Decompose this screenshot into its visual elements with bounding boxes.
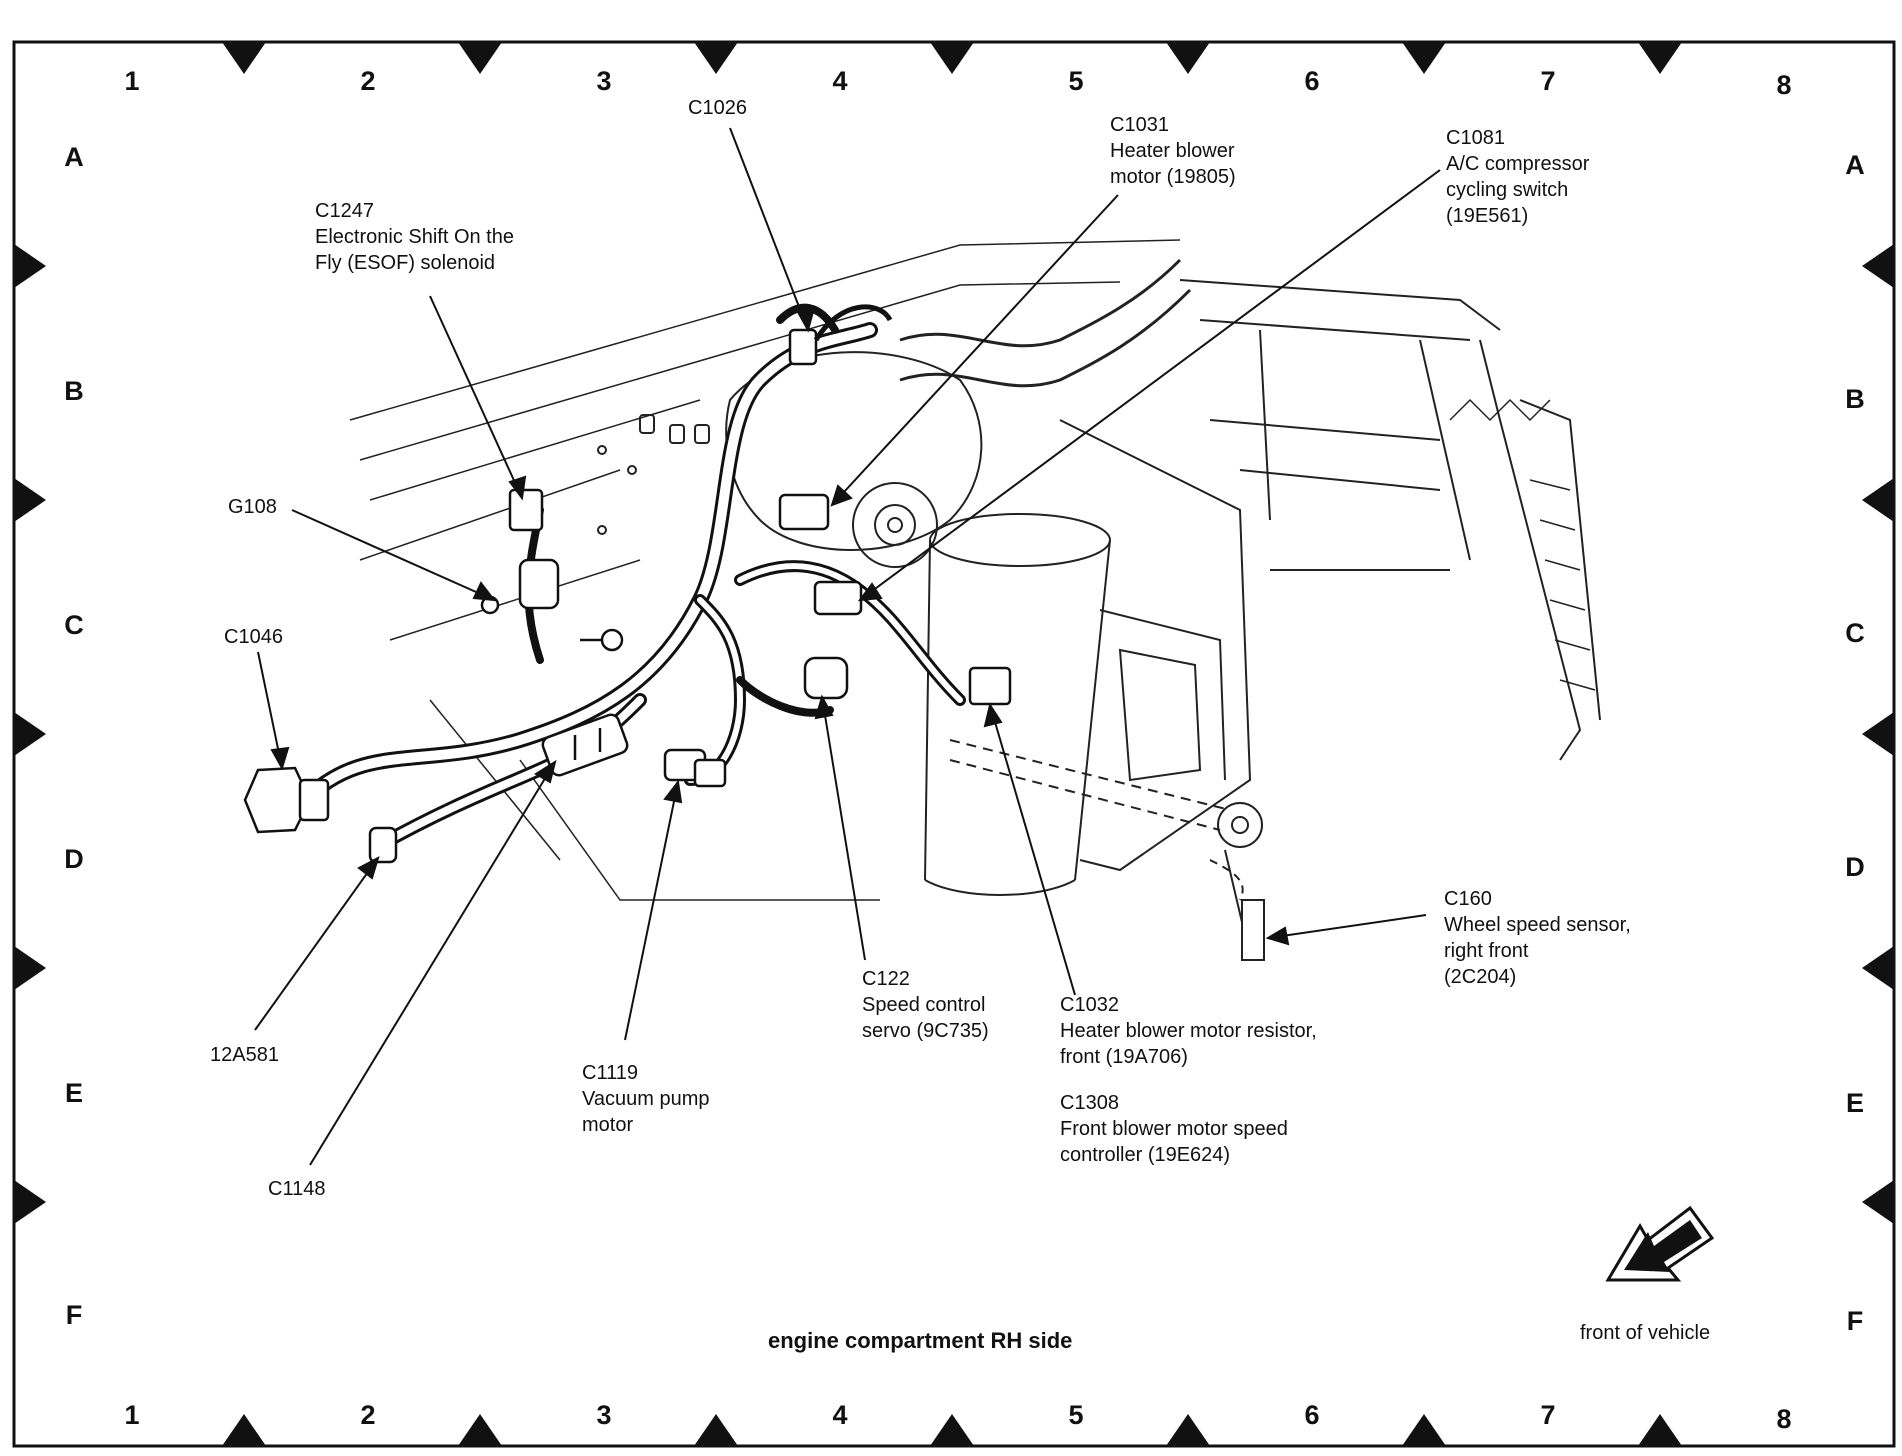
callout-c1247-line-3: Fly (ESOF) solenoid: [315, 252, 496, 274]
callout-c122-line-3: servo (9C735): [862, 1020, 989, 1042]
leader-lines: [254, 127, 1441, 1166]
callout-c1026-line-1: C1026: [688, 97, 747, 119]
grid-row-left-e: E: [64, 1078, 83, 1108]
callout-c1247: C1247 Electronic Shift On the Fly (ESOF)…: [315, 198, 514, 276]
ground-g108-shape: [480, 595, 624, 652]
connector-c1247-shape: [508, 488, 560, 610]
callout-g108: G108: [228, 494, 277, 520]
callout-c1247-line-1: C1247: [315, 200, 374, 222]
callout-c160-line-1: C160: [1444, 888, 1492, 910]
grid-row-right-a: A: [1845, 150, 1865, 180]
harness-12a581-end-shape: [368, 826, 398, 864]
wiring-harness: [292, 303, 966, 852]
grid-col-top-7: 7: [1540, 66, 1556, 96]
callout-c1081-line-3: cycling switch: [1446, 179, 1569, 201]
grid-col-top-4: 4: [832, 66, 848, 96]
callout-c1031-line-2: Heater blower: [1110, 140, 1235, 162]
grid-row-left-b: B: [64, 376, 84, 406]
callout-12a581: 12A581: [210, 1042, 279, 1068]
connector-c1026-shape: [788, 304, 893, 366]
callout-c1032-line-2: Heater blower motor resistor,: [1060, 1020, 1317, 1042]
callout-c1031: C1031 Heater blower motor (19805): [1110, 112, 1236, 190]
callout-c1026: C1026: [688, 95, 747, 121]
connector-c1081-shape: [813, 580, 863, 616]
grid-col-bottom-2: 2: [360, 1400, 376, 1430]
connector-c1031-shape: [778, 493, 830, 531]
grid-col-bottom-5: 5: [1068, 1400, 1084, 1430]
diagram-frame: [12, 40, 1896, 1448]
callout-c1031-line-3: motor (19805): [1110, 166, 1236, 188]
grid-col-bottom-1: 1: [124, 1400, 140, 1430]
grid-row-left-c: C: [64, 610, 84, 640]
callout-c122: C122 Speed control servo (9C735): [862, 966, 989, 1044]
callout-c1148-line-1: C1148: [268, 1178, 326, 1200]
grid-row-left-d: D: [64, 844, 84, 874]
front-of-vehicle-arrow-icon: [1605, 1205, 1715, 1282]
grid-row-left-a: A: [64, 142, 84, 172]
callout-c1031-line-1: C1031: [1110, 114, 1169, 136]
grid-row-right-d: D: [1845, 852, 1865, 882]
callout-c1308-line-1: C1308: [1060, 1092, 1119, 1114]
callout-c1046: C1046: [224, 624, 283, 650]
callout-c1119-line-3: motor: [582, 1114, 634, 1136]
grid-col-top-6: 6: [1304, 66, 1320, 96]
grid-col-bottom-4: 4: [832, 1400, 848, 1430]
callout-c1148: C1148: [268, 1176, 325, 1202]
callout-c1081-line-2: A/C compressor: [1446, 153, 1590, 175]
front-of-vehicle-label: front of vehicle: [1580, 1322, 1711, 1344]
callout-c1032-line-1: C1032: [1060, 994, 1119, 1016]
callout-c160-line-3: right front: [1444, 940, 1529, 962]
callout-c160-line-4: (2C204): [1444, 966, 1517, 988]
grid-col-top-2: 2: [360, 66, 376, 96]
grid-row-right-f: F: [1846, 1306, 1864, 1336]
callout-c1308: C1308 Front blower motor speed controlle…: [1060, 1090, 1288, 1168]
grid-col-top-5: 5: [1068, 66, 1084, 96]
callout-c1119: C1119 Vacuum pump motor: [582, 1060, 709, 1138]
callout-c1119-line-1: C1119: [582, 1062, 638, 1084]
callout-c1308-line-2: Front blower motor speed: [1060, 1118, 1288, 1140]
callout-c1308-line-3: controller (19E624): [1060, 1144, 1231, 1166]
grid-col-bottom-8: 8: [1776, 1404, 1792, 1434]
callout-c122-line-2: Speed control: [862, 994, 986, 1016]
grid-col-bottom-7: 7: [1540, 1400, 1556, 1430]
grid-row-left-f: F: [65, 1300, 83, 1330]
callout-c1119-line-2: Vacuum pump: [582, 1088, 710, 1110]
grid-col-top-1: 1: [124, 66, 140, 96]
connector-c1032-shape: [968, 666, 1012, 706]
grid-col-top-3: 3: [596, 66, 612, 96]
callout-c1081: C1081 A/C compressor cycling switch (19E…: [1446, 125, 1589, 229]
engine-compartment-artwork: [349, 239, 1601, 961]
grid-row-right-b: B: [1845, 384, 1865, 414]
diagram-title: engine compartment RH side: [768, 1328, 1073, 1353]
callout-c160-line-2: Wheel speed sensor,: [1444, 914, 1631, 936]
grid-row-right-e: E: [1845, 1088, 1864, 1118]
connectors: [243, 304, 1012, 864]
callout-c1081-line-4: (19E561): [1446, 205, 1529, 227]
callout-c1032: C1032 Heater blower motor resistor, fron…: [1060, 992, 1317, 1070]
callout-c1081-line-1: C1081: [1446, 127, 1505, 149]
grid-markers: [14, 42, 1894, 1446]
connector-c1148-shape: [541, 713, 629, 777]
callout-12a581-line-1: 12A581: [210, 1044, 279, 1066]
callout-c1032-line-3: front (19A706): [1060, 1046, 1188, 1068]
connector-c1119-shape: [663, 748, 727, 788]
callout-c1247-line-2: Electronic Shift On the: [315, 226, 514, 248]
connector-c1046-shape: [243, 766, 330, 834]
grid-col-bottom-6: 6: [1304, 1400, 1320, 1430]
grid-row-right-c: C: [1845, 618, 1865, 648]
connector-c122-shape: [803, 656, 849, 700]
callout-g108-line-1: G108: [228, 496, 277, 518]
callout-c1046-line-1: C1046: [224, 626, 283, 648]
grid-col-bottom-3: 3: [596, 1400, 612, 1430]
callout-c160: C160 Wheel speed sensor, right front (2C…: [1444, 886, 1631, 990]
grid-col-top-8: 8: [1776, 70, 1792, 100]
callout-c122-line-1: C122: [862, 968, 910, 990]
